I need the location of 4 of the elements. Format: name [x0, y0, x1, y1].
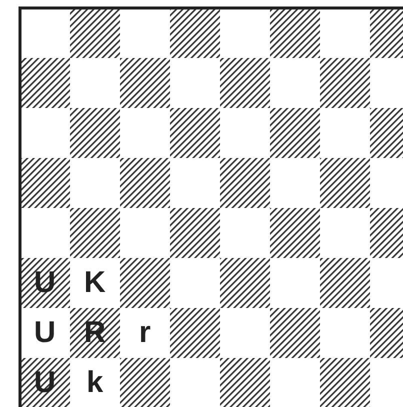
piece-letter: K [84, 268, 106, 298]
piece-letter: U [34, 318, 56, 348]
piece-letter: k [86, 368, 104, 398]
piece-letter: r [139, 318, 151, 348]
